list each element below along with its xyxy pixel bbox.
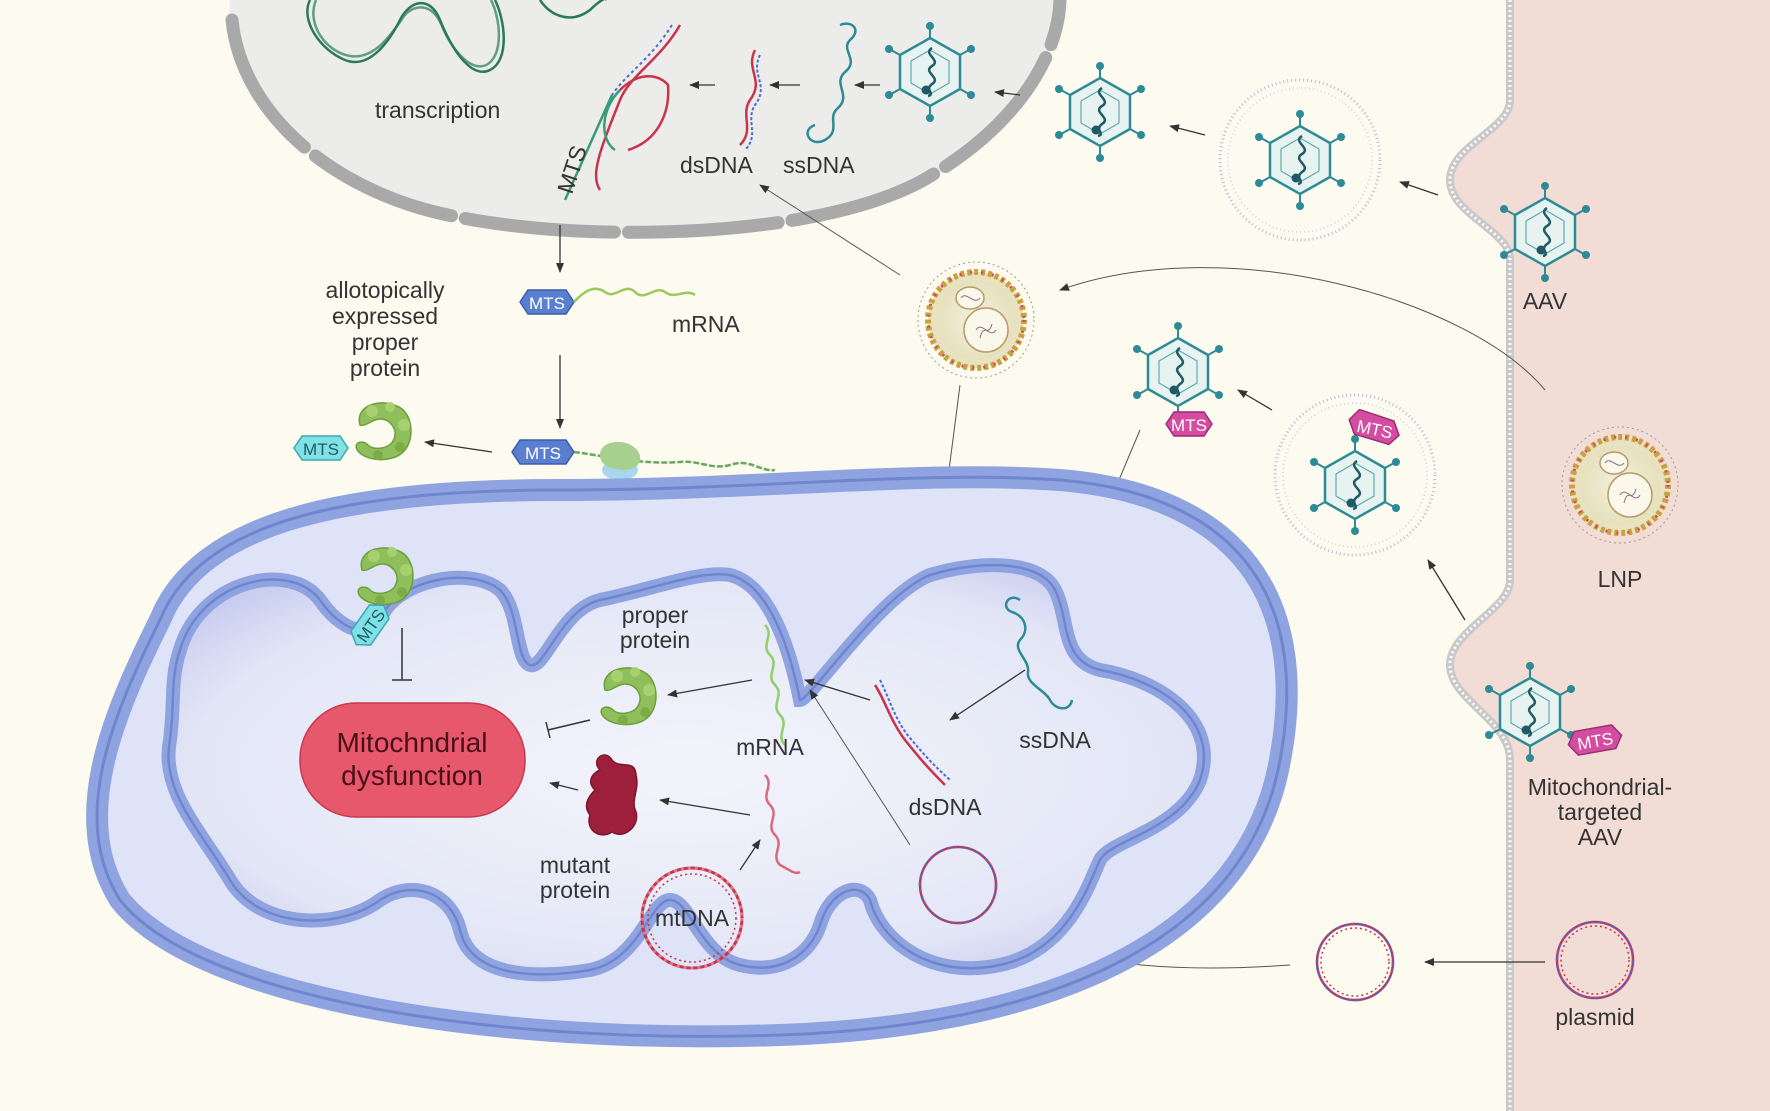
cytoplasmic-mito-aav-icon [1131,320,1225,424]
arrow-dsdna-to-mrna [804,678,871,701]
proper-protein-label-line1: proper [622,602,689,628]
nuclear-ssdna-icon [806,22,857,144]
endosome-aav-icon [1218,78,1382,242]
aav-label: AAV [1523,288,1568,314]
arrow-mutant-mrna-to-mutant-protein [659,797,751,816]
cytoplasmic-plasmid-icon [1315,922,1395,1002]
transcription-label: transcription [375,97,500,123]
cytoplasmic-mrna-icon [573,287,696,303]
arrow-lnp-to-nucleus [759,184,901,276]
mito-dsdna-icon [873,679,951,786]
dysfunction-label-line1: Mitochndrial [337,727,488,758]
arrow-endocytosis-mito-aav [1427,559,1466,621]
lnp-label: LNP [1598,566,1643,592]
allotopic-protein-icon [355,401,412,461]
arrow-protein-release [424,439,493,453]
mutant-protein-label-line2: protein [540,877,610,903]
svg-text:MTS: MTS [303,440,339,459]
translating-mrna-icon [573,450,776,472]
cytoplasmic-lnp-icon [918,262,1034,378]
nuclear-envelope [225,0,1067,239]
arrow-endosome-escape-mito-aav [1237,389,1273,411]
cytoplasmic-mts-tag-1: MTS [519,289,575,315]
mtdna-label: mtDNA [655,905,730,931]
mito-aav-label-line2: targeted [1558,799,1642,825]
arrow-lnp-entry [1059,267,1546,391]
nucleus [229,0,1060,231]
mito-ssdna-label: ssDNA [1019,727,1091,753]
extracellular-space [1450,0,1770,1111]
allotopic-label-line4: protein [350,355,420,381]
mito-dsdna-label: dsDNA [909,794,983,820]
arrow-endosome-escape [1169,124,1206,136]
endosome-mito-aav-icon: MTS [1273,393,1437,557]
mutant-protein-icon [585,754,638,836]
mtdna-icon [640,866,744,970]
ribosome-large-subunit [600,441,641,470]
plasmid-label: plasmid [1555,1004,1634,1030]
mito-mutant-mrna-icon [764,774,801,875]
cytoplasmic-mrna-label: mRNA [672,311,740,337]
cytoplasmic-mts-tag-3: MTS [293,435,349,461]
svg-text:MTS: MTS [1171,416,1207,435]
nuclear-dsdna-icon [739,49,762,151]
dysfunction-label-line2: dysfunction [341,760,483,791]
cytoplasmic-mts-tag-icon: MTS [1165,411,1213,437]
arrow-mutant-to-dysfunction [549,781,579,791]
mito-proper-mrna-icon [764,624,786,746]
allotopic-label-line1: allotopically [326,277,445,303]
mito-mrna-label: mRNA [736,734,804,760]
cytoplasmic-mts-tag-2: MTS [511,439,575,465]
arrow-plasmid-to-mrna [809,689,911,846]
mito-aav-label-line1: Mitochondrial- [1528,774,1672,800]
proper-protein-label-line2: protein [620,627,690,653]
nuclear-dsdna-label: dsDNA [680,152,754,178]
svg-text:MTS: MTS [529,294,565,313]
nuclear-ssdna-label: ssDNA [783,152,855,178]
mito-ssdna-icon [1004,596,1074,710]
inhibition-line-proper [547,719,591,731]
arrow-mtdna-transcription [739,839,761,871]
arrow-mrna-to-proper-protein [667,679,753,698]
chromatin-dna-icon [306,0,607,73]
allotopic-label-line3: proper [352,329,419,355]
mito-aav-label-line3: AAV [1578,824,1623,850]
svg-text:MTS: MTS [525,444,561,463]
mitochondrial-dysfunction-box [299,702,526,818]
arrow-ssdna-to-dsdna [949,669,1026,721]
arrow-endocytosis-aav [1399,181,1439,196]
mutant-protein-label-line1: mutant [540,852,611,878]
mito-plasmid-icon [918,845,998,925]
arrow-aav-into-nucleus [994,89,1021,98]
allotopic-label-line2: expressed [332,303,438,329]
cytoplasmic-aav-capsid-icon [1053,60,1147,164]
extracellular-mts-tag-icon: MTS [1567,724,1623,756]
